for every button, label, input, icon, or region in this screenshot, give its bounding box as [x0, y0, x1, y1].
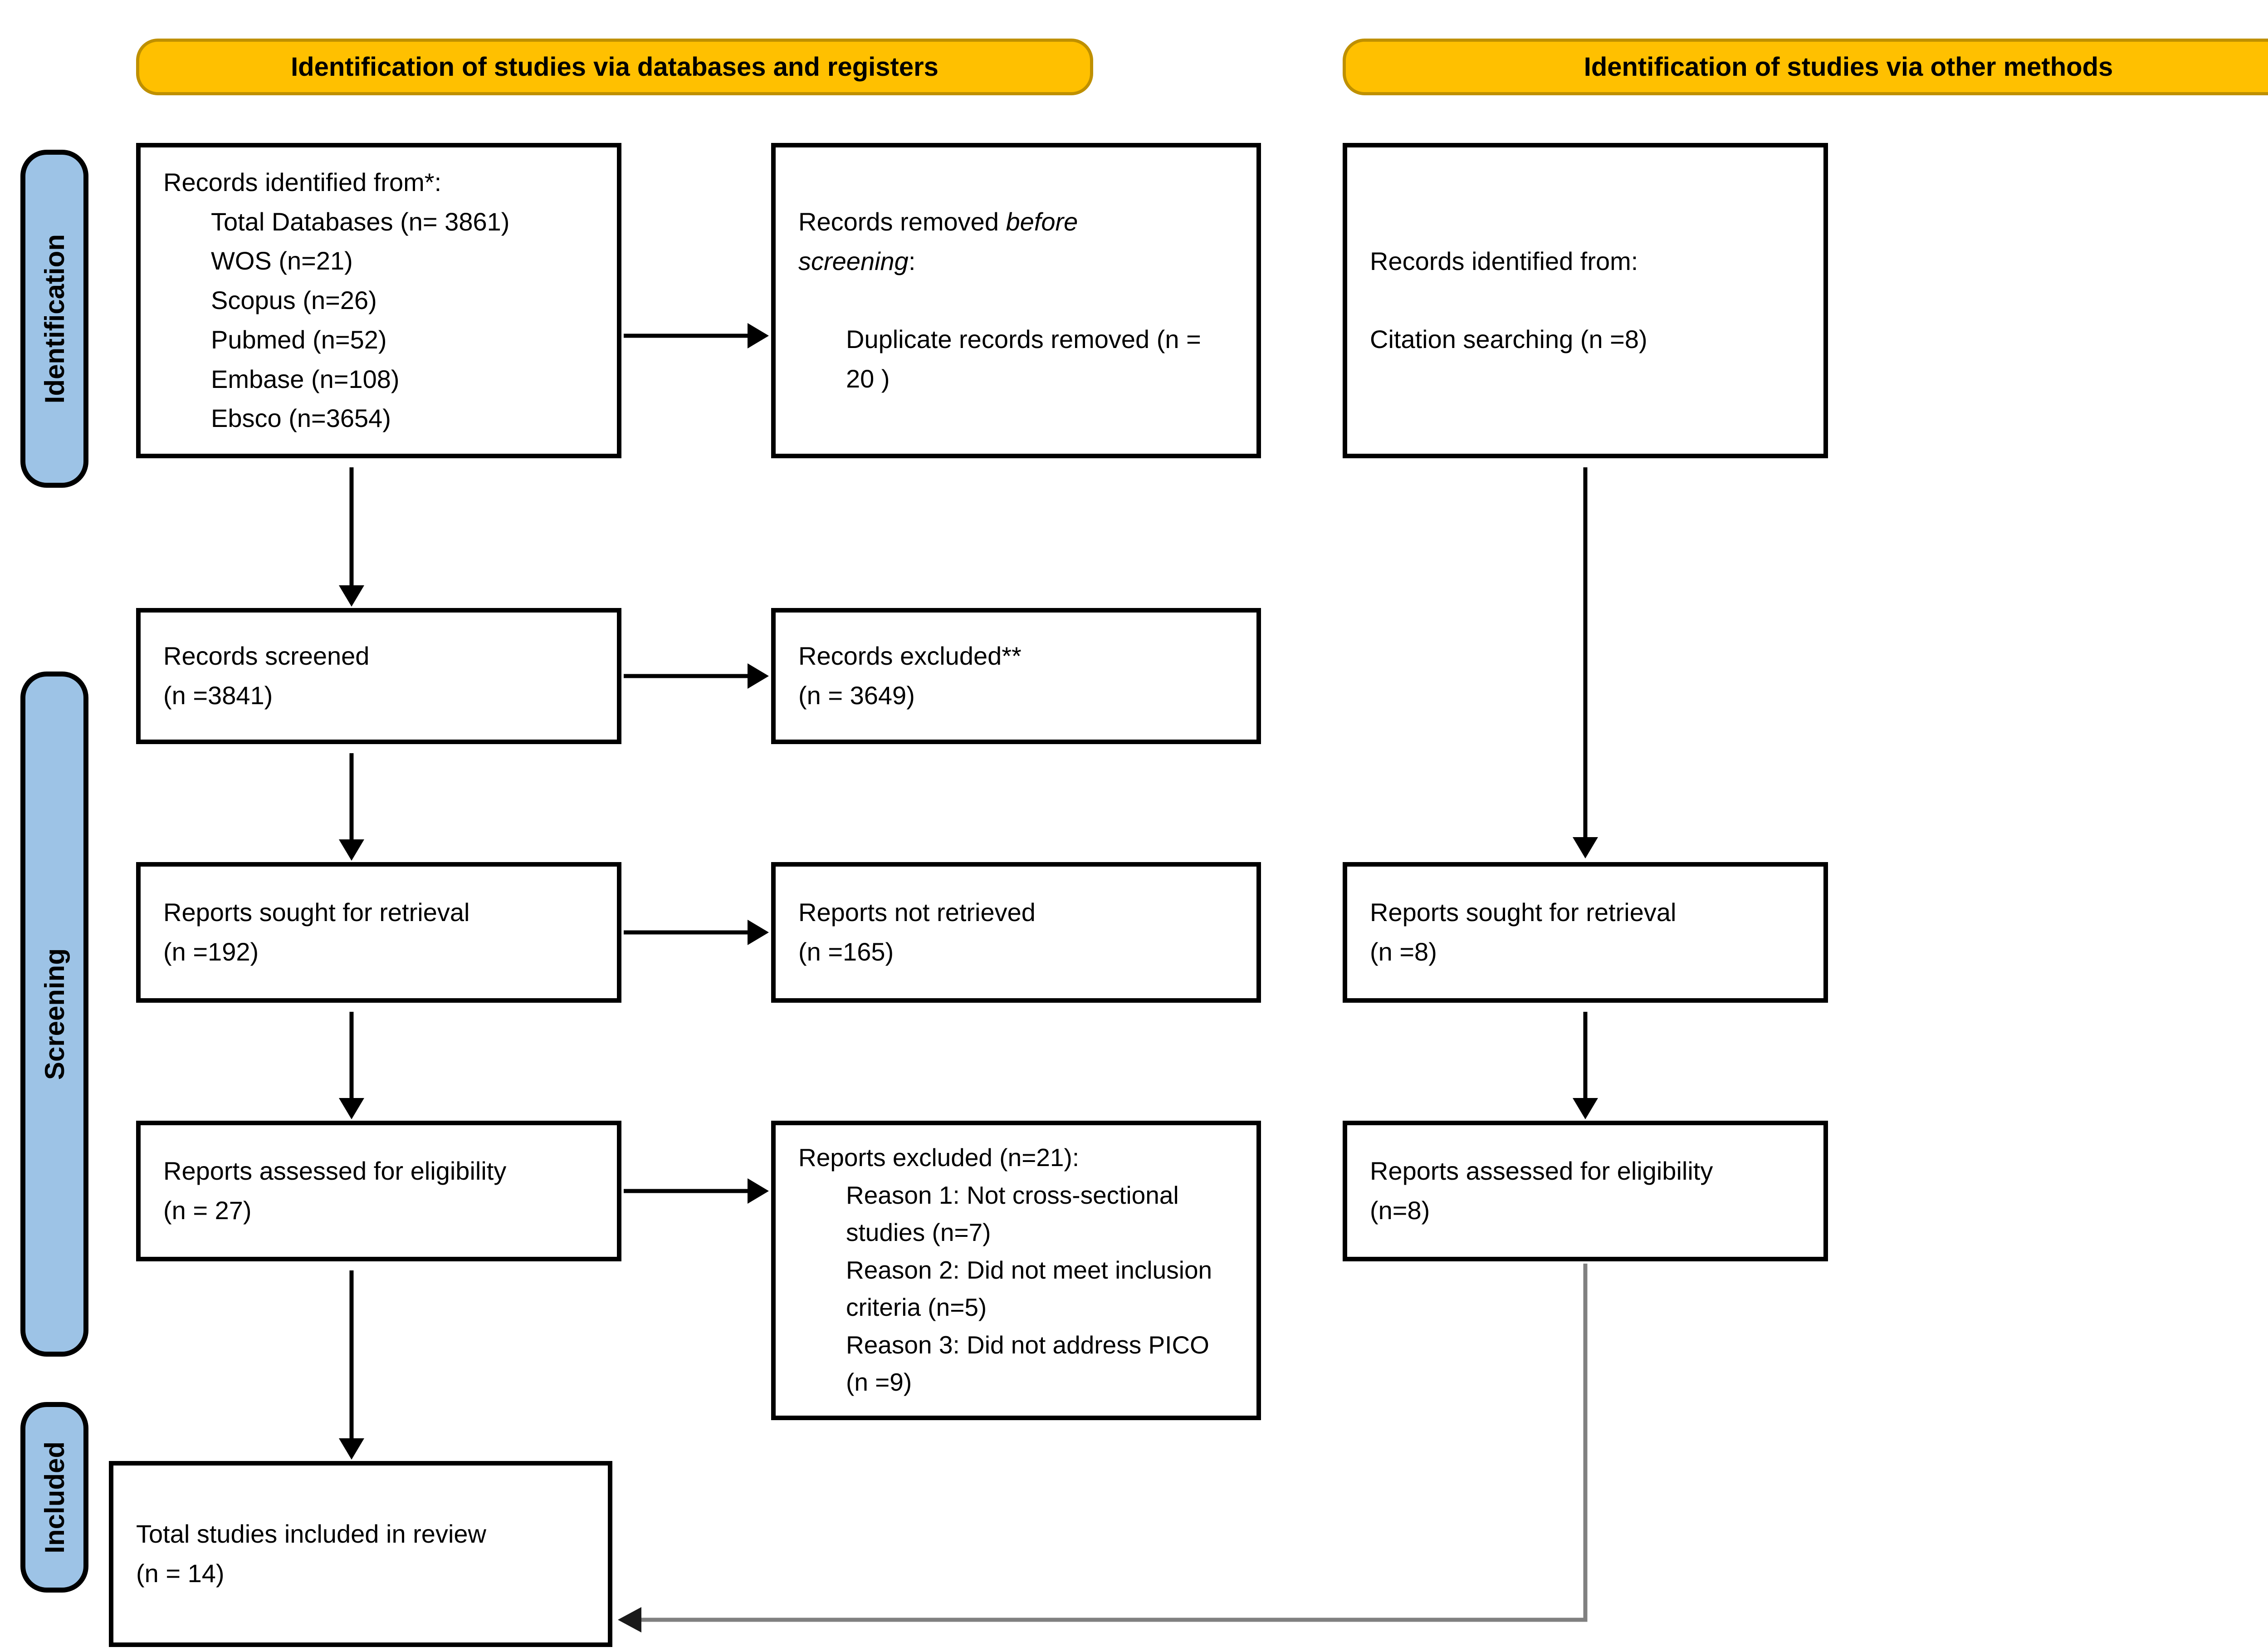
- records-identified-item: Embase (n=108): [211, 364, 400, 393]
- reports-assessed-other-line2: (n=8): [1370, 1196, 1430, 1225]
- spacer: [798, 281, 1234, 320]
- records-identified-item: Total Databases (n= 3861): [211, 207, 510, 236]
- box-records-excluded: Records excluded** (n = 3649): [771, 608, 1261, 744]
- banner-databases-label: Identification of studies via databases …: [291, 52, 938, 82]
- phase-screening: Screening: [20, 672, 88, 1357]
- included-total-line1: Total studies included in review: [136, 1520, 486, 1549]
- reports-excluded-reason: Reason 1: Not cross-sectional studies (n…: [846, 1181, 1179, 1247]
- box-included-total: Total studies included in review (n = 14…: [109, 1461, 612, 1647]
- records-screened-line2: (n =3841): [163, 681, 273, 710]
- box-records-screened: Records screened (n =3841): [136, 608, 621, 744]
- phase-included-label: Included: [39, 1441, 70, 1554]
- records-removed-title: Records removed before screening:: [798, 202, 1175, 281]
- box-reports-excluded: Reports excluded (n=21): Reason 1: Not c…: [771, 1121, 1261, 1420]
- records-removed-title-prefix: Records removed: [798, 207, 1006, 236]
- arrow-assessed-to-reports-excluded: [624, 1178, 769, 1204]
- records-screened-line1: Records screened: [163, 642, 370, 671]
- records-removed-item: Duplicate records removed (n = 20 ): [846, 325, 1201, 393]
- records-identified-item: Scopus (n=26): [211, 286, 377, 315]
- box-reports-assessed-other: Reports assessed for eligibility (n=8): [1343, 1121, 1828, 1261]
- arrow-sought-to-not-retrieved: [624, 920, 769, 945]
- phase-identification: Identification: [20, 150, 88, 488]
- records-identified-item: WOS (n=21): [211, 246, 353, 275]
- records-removed-title-italic: before screening: [798, 207, 1078, 276]
- spacer: [1370, 281, 1801, 320]
- arrow-sought-other-to-assessed-other: [1573, 1012, 1598, 1119]
- arrow-citation-to-sought: [1573, 467, 1598, 858]
- reports-excluded-title: Reports excluded (n=21):: [798, 1143, 1080, 1172]
- records-identified-item: Ebsco (n=3654): [211, 404, 391, 433]
- box-records-identified: Records identified from*: Total Database…: [136, 143, 621, 458]
- reports-sought-db-line2: (n =192): [163, 937, 259, 966]
- box-reports-not-retrieved: Reports not retrieved (n =165): [771, 862, 1261, 1003]
- arrow-assessed-to-included: [339, 1270, 364, 1460]
- reports-sought-other-line1: Reports sought for retrieval: [1370, 898, 1677, 927]
- reports-sought-db-line1: Reports sought for retrieval: [163, 898, 470, 927]
- reports-excluded-reason: Reason 3: Did not address PICO (n =9): [846, 1330, 1209, 1397]
- box-reports-sought-other: Reports sought for retrieval (n =8): [1343, 862, 1828, 1003]
- reports-not-retrieved-line2: (n =165): [798, 937, 894, 966]
- reports-not-retrieved-line1: Reports not retrieved: [798, 898, 1036, 927]
- citation-identified-title: Records identified from:: [1370, 247, 1638, 276]
- citation-identified-item: Citation searching (n =8): [1370, 325, 1647, 353]
- phase-screening-label: Screening: [39, 948, 70, 1080]
- records-removed-title-suffix: :: [908, 247, 916, 276]
- banner-other-methods: Identification of studies via other meth…: [1343, 39, 2268, 95]
- records-identified-item: Pubmed (n=52): [211, 325, 387, 354]
- phase-included: Included: [20, 1402, 88, 1593]
- arrow-screened-to-excluded: [624, 663, 769, 689]
- banner-databases-registers: Identification of studies via databases …: [136, 39, 1093, 95]
- included-total-line2: (n = 14): [136, 1559, 225, 1588]
- banner-other-methods-label: Identification of studies via other meth…: [1584, 52, 2113, 82]
- records-excluded-line1: Records excluded**: [798, 642, 1022, 671]
- arrow-identified-to-screened: [339, 467, 364, 607]
- reports-sought-other-line2: (n =8): [1370, 937, 1437, 966]
- arrow-sought-to-assessed: [339, 1012, 364, 1119]
- arrow-screened-to-sought: [339, 753, 364, 861]
- records-excluded-line2: (n = 3649): [798, 681, 915, 710]
- box-records-removed: Records removed before screening: Duplic…: [771, 143, 1261, 458]
- phase-identification-label: Identification: [39, 234, 70, 404]
- reports-assessed-db-line1: Reports assessed for eligibility: [163, 1157, 507, 1186]
- reports-excluded-reason: Reason 2: Did not meet inclusion criteri…: [846, 1255, 1212, 1322]
- arrow-identified-to-removed: [624, 323, 769, 348]
- box-reports-assessed-db: Reports assessed for eligibility (n = 27…: [136, 1121, 621, 1261]
- reports-assessed-db-line2: (n = 27): [163, 1196, 252, 1225]
- records-identified-title: Records identified from*:: [163, 167, 442, 196]
- reports-assessed-other-line1: Reports assessed for eligibility: [1370, 1157, 1713, 1186]
- box-reports-sought-db: Reports sought for retrieval (n =192): [136, 862, 621, 1003]
- box-citation-identified: Records identified from: Citation search…: [1343, 143, 1828, 458]
